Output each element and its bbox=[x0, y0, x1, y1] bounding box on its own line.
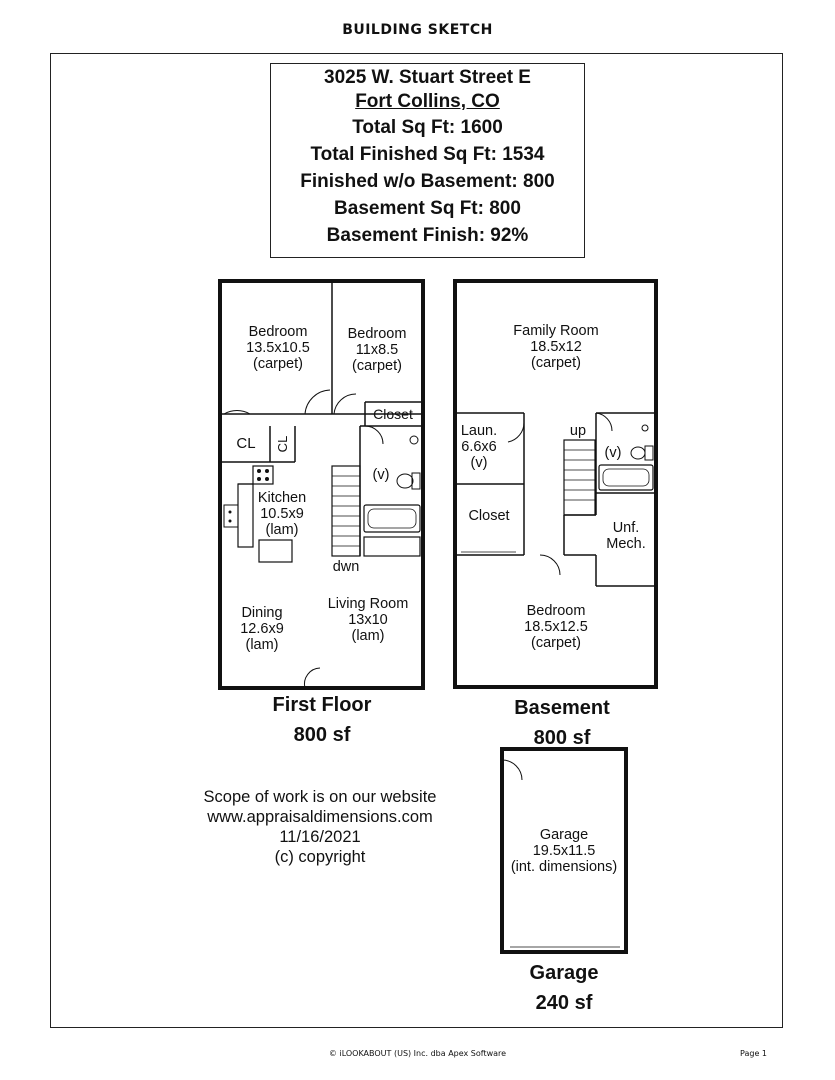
room-name: Bedroom bbox=[248, 324, 308, 340]
basement-finish: Basement Finish: 92% bbox=[326, 225, 529, 246]
notes-block: Scope of work is on our website www.appr… bbox=[170, 787, 470, 867]
address: 3025 W. Stuart Street E bbox=[324, 67, 531, 88]
bsmt-laundry-label: Laun. 6.6x6 (v) bbox=[456, 423, 502, 471]
room-name: Bedroom bbox=[526, 603, 586, 619]
page-title: BUILDING SKETCH bbox=[342, 22, 493, 38]
room-floor: (v) bbox=[470, 455, 488, 471]
room-name: Laun. bbox=[460, 423, 498, 439]
note-line: www.appraisaldimensions.com bbox=[207, 808, 433, 826]
ff-cl2-label: CL bbox=[275, 435, 290, 453]
floor-area: 800 sf bbox=[293, 724, 351, 746]
bsmt-mech-label: Unf. Mech. bbox=[598, 520, 654, 552]
total-sqft: Total Sq Ft: 1600 bbox=[352, 117, 503, 138]
room-floor: (carpet) bbox=[253, 356, 303, 372]
ff-cl1-label: CL bbox=[236, 435, 256, 452]
room-floor: (carpet) bbox=[531, 355, 581, 371]
room-name: Family Room bbox=[513, 323, 599, 339]
room-dim: 19.5x11.5 bbox=[532, 843, 596, 859]
garage-label: Garage 240 sf bbox=[482, 958, 646, 1018]
room-floor: (lam) bbox=[351, 628, 385, 644]
room-floor: (carpet) bbox=[352, 358, 402, 374]
floor-name: First Floor bbox=[272, 694, 372, 716]
room-floor: (carpet) bbox=[531, 635, 581, 651]
room-dim: 6.6x6 bbox=[461, 439, 497, 455]
summary-box: 3025 W. Stuart Street E Fort Collins, CO… bbox=[270, 63, 585, 258]
ff-dining-label: Dining 12.6x9 (lam) bbox=[224, 605, 300, 653]
city: Fort Collins, CO bbox=[355, 91, 500, 112]
room-name: Living Room bbox=[327, 596, 409, 612]
room-name: Kitchen bbox=[257, 490, 307, 506]
note-line: 11/16/2021 bbox=[279, 828, 361, 846]
bsmt-vent-label: (v) bbox=[604, 445, 622, 461]
room-dim: 10.5x9 bbox=[260, 506, 304, 522]
basement-label: Basement 800 sf bbox=[480, 693, 644, 753]
room-dim: 13.5x10.5 bbox=[246, 340, 310, 356]
garage-outline bbox=[500, 747, 628, 954]
room-name-2: Mech. bbox=[606, 536, 646, 552]
bsmt-bedroom-label: Bedroom 18.5x12.5 (carpet) bbox=[500, 603, 612, 651]
first-floor-outline bbox=[218, 279, 425, 690]
room-name: Dining bbox=[241, 605, 283, 621]
room-dim: 11x8.5 bbox=[355, 342, 399, 358]
note-line: Scope of work is on our website bbox=[203, 788, 437, 806]
room-name: Unf. bbox=[612, 520, 640, 536]
room-dim: 12.6x9 bbox=[240, 621, 284, 637]
total-finished: Total Finished Sq Ft: 1534 bbox=[310, 144, 545, 165]
floor-name: Garage bbox=[529, 962, 599, 984]
room-note: (int. dimensions) bbox=[510, 859, 618, 875]
room-floor: (lam) bbox=[265, 522, 299, 538]
floor-area: 240 sf bbox=[535, 992, 593, 1014]
ff-bedroom1-label: Bedroom 13.5x10.5 (carpet) bbox=[233, 324, 323, 372]
ff-kitchen-label: Kitchen 10.5x9 (lam) bbox=[242, 490, 322, 538]
finished-wo-basement: Finished w/o Basement: 800 bbox=[300, 171, 555, 192]
ff-closet-label: Closet bbox=[373, 406, 413, 422]
room-name: Bedroom bbox=[347, 326, 407, 342]
bsmt-closet-label: Closet bbox=[468, 508, 510, 524]
garage-room-label: Garage 19.5x11.5 (int. dimensions) bbox=[505, 827, 623, 875]
room-dim: 13x10 bbox=[348, 612, 388, 628]
room-dim: 18.5x12 bbox=[530, 339, 582, 355]
ff-vent-label: (v) bbox=[372, 467, 390, 483]
footer-page: Page 1 bbox=[740, 1049, 767, 1058]
ff-living-label: Living Room 13x10 (lam) bbox=[316, 596, 420, 644]
floor-name: Basement bbox=[514, 697, 610, 719]
note-line: (c) copyright bbox=[274, 848, 366, 866]
room-dim: 18.5x12.5 bbox=[524, 619, 588, 635]
sketch-frame bbox=[50, 53, 783, 1028]
room-floor: (lam) bbox=[245, 637, 279, 653]
basement-sqft: Basement Sq Ft: 800 bbox=[334, 198, 521, 219]
first-floor-label: First Floor 800 sf bbox=[240, 690, 404, 750]
bsmt-stairs-label: up bbox=[569, 423, 587, 439]
bsmt-family-label: Family Room 18.5x12 (carpet) bbox=[496, 323, 616, 371]
footer-credit: © iLOOKABOUT (US) Inc. dba Apex Software bbox=[328, 1049, 507, 1058]
ff-bedroom2-label: Bedroom 11x8.5 (carpet) bbox=[334, 326, 420, 374]
ff-stairs-label: dwn bbox=[332, 559, 360, 575]
floor-area: 800 sf bbox=[533, 727, 591, 749]
room-name: Garage bbox=[539, 827, 589, 843]
